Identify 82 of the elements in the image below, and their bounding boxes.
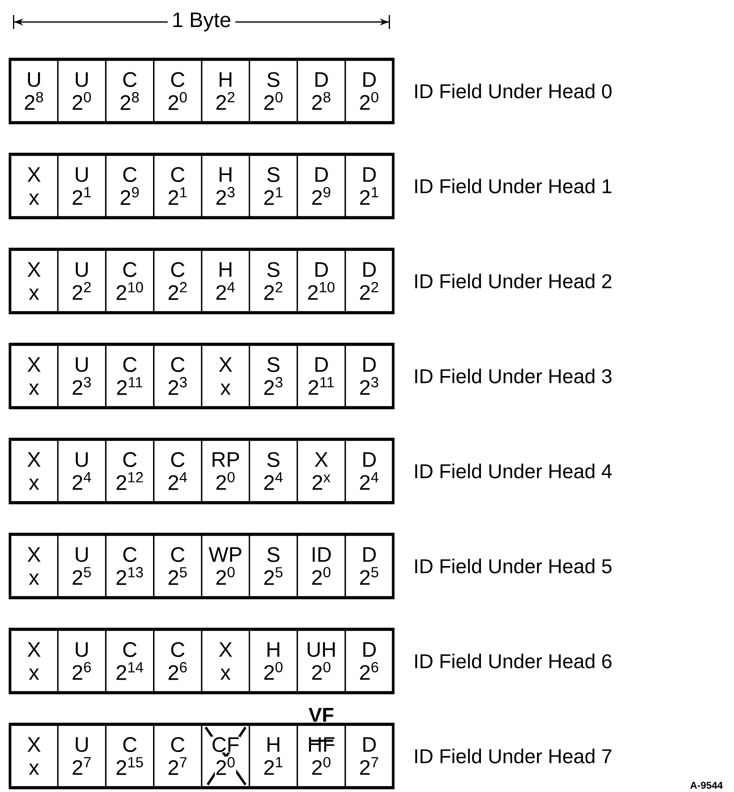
bit-cell: C 2$^{10}$	[105, 250, 154, 312]
bit-cell: WP 2$^{0}$	[200, 534, 250, 598]
bit-cell: UH 2$^{0}$	[296, 630, 346, 692]
bit-cell: C 2$^{1}$	[153, 154, 202, 218]
bit-cell: U 2$^{4}$	[57, 440, 106, 502]
bit-cell: C 2$^{14}$	[105, 630, 154, 692]
row-caption: ID Field Under Head 4	[415, 464, 612, 478]
bit-cell: H 2$^{3}$	[200, 154, 250, 218]
bit-cell: C 2$^{2}$	[153, 250, 202, 312]
bit-cell: X x	[9, 344, 59, 408]
bit-cell: X x	[9, 440, 59, 502]
row-caption: ID Field Under Head 6	[415, 654, 612, 668]
field-row	[8, 248, 394, 314]
bit-cell: U 2$^{0}$	[57, 60, 106, 122]
bit-cell: C 2$^{5}$	[153, 534, 202, 598]
row-caption: ID Field Under Head 3	[415, 368, 612, 384]
bit-cell: S 2$^{5}$	[248, 534, 298, 598]
field-row	[8, 342, 394, 410]
bit-cell: X x	[9, 154, 59, 218]
field-row	[8, 628, 394, 694]
bit-cell: D 2$^{2}$	[344, 250, 394, 312]
bit-cell: C 2$^{4}$	[153, 440, 202, 502]
bit-cell: X x	[200, 630, 250, 692]
bit-cell: H 2$^{2}$	[200, 60, 250, 122]
bit-cell: C 2$^{0}$	[153, 60, 202, 122]
bit-cell: H 2$^{4}$	[200, 250, 250, 312]
row-caption: ID Field Under Head 1	[415, 178, 612, 194]
bit-cell: U 2$^{3}$	[57, 344, 106, 408]
bit-cell: U 2$^{5}$	[57, 534, 106, 598]
bit-cell: D 2$^{8}$	[296, 60, 346, 122]
bit-cell: C 2$^{11}$	[105, 344, 154, 408]
bit-cell: D 2$^{3}$	[344, 344, 394, 408]
bit-cell: X x	[9, 250, 59, 312]
bit-cell: C 2$^{8}$	[105, 60, 154, 122]
bit-cell: C 2$^{13}$	[105, 534, 154, 598]
handwritten-note: VF	[308, 708, 334, 722]
row-caption: ID Field Under Head 2	[415, 274, 612, 288]
bit-cell: D 2$^{0}$	[344, 60, 394, 122]
bit-cell: X x	[9, 630, 59, 692]
bit-cell: C 2$^{6}$	[153, 630, 202, 692]
bit-cell: X x	[200, 344, 250, 408]
bit-cell: U 2$^{2}$	[57, 250, 106, 312]
bit-cell: C 2$^{15}$	[105, 724, 154, 788]
bit-cell: S 2$^{1}$	[248, 154, 298, 218]
bit-cell: D 2$^{11}$	[296, 344, 346, 408]
bit-cell: S 2$^{4}$	[248, 440, 298, 502]
row-caption: ID Field Under Head 0	[415, 84, 612, 98]
bit-cell: X x	[9, 724, 59, 788]
field-row	[8, 58, 394, 124]
bit-cell: S 2$^{3}$	[248, 344, 298, 408]
bit-cell: D 2$^{10}$	[296, 250, 346, 312]
dimension-label: 1 Byte	[168, 8, 236, 36]
bit-cell: U 2$^{7}$	[57, 724, 106, 788]
bit-cell: D 2$^{1}$	[344, 154, 394, 218]
bit-cell: H 2$^{0}$	[248, 630, 298, 692]
bit-cell: CF 2$^{0}$	[200, 724, 250, 788]
bit-cell: C 2$^{3}$	[153, 344, 202, 408]
bit-cell: C 2$^{12}$	[105, 440, 154, 502]
bit-cell: D 2$^{4}$	[344, 440, 394, 502]
field-row	[8, 152, 394, 220]
bit-cell: RP 2$^{0}$	[200, 440, 250, 502]
bit-cell: S 2$^{0}$	[248, 60, 298, 122]
bit-cell: D 2$^{5}$	[344, 534, 394, 598]
bit-cell: D 2$^{7}$	[344, 724, 394, 788]
bit-cell: D 2$^{9}$	[296, 154, 346, 218]
field-row	[8, 438, 394, 504]
bit-cell: U 2$^{8}$	[9, 60, 59, 122]
row-caption: ID Field Under Head 5	[415, 558, 612, 574]
bit-cell: U 2$^{1}$	[57, 154, 106, 218]
figure-number: A-9544	[690, 782, 723, 789]
bit-cell: H 2$^{1}$	[248, 724, 298, 788]
bit-cell: S 2$^{2}$	[248, 250, 298, 312]
bit-cell: ID 2$^{0}$	[296, 534, 346, 598]
field-row	[8, 532, 394, 600]
bit-cell: C 2$^{7}$	[153, 724, 202, 788]
bit-cell: C 2$^{9}$	[105, 154, 154, 218]
field-row	[8, 722, 394, 790]
bit-cell: X 2$^{x}$	[296, 440, 346, 502]
bit-cell: X x	[9, 534, 59, 598]
bit-cell: U 2$^{6}$	[57, 630, 106, 692]
row-caption: ID Field Under Head 7	[415, 748, 612, 764]
bit-cell: D 2$^{6}$	[344, 630, 394, 692]
